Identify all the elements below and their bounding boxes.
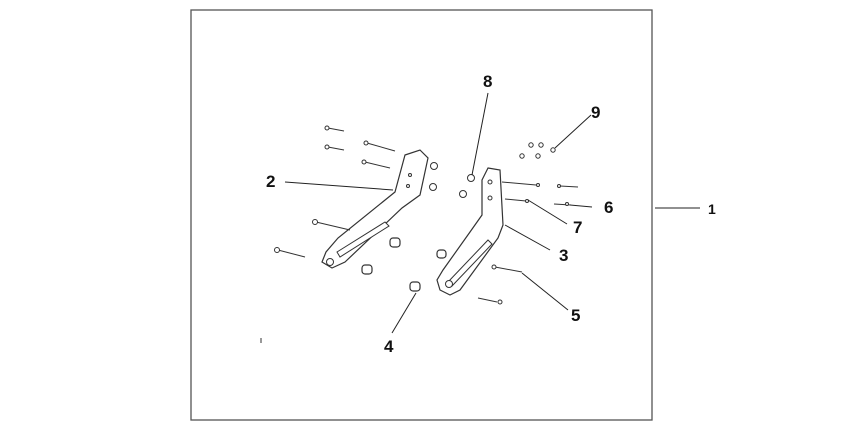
bolt xyxy=(557,184,579,188)
spacers-left xyxy=(361,237,401,275)
bolt xyxy=(312,219,351,231)
bolt xyxy=(274,247,306,258)
bolt xyxy=(553,202,572,206)
bracket-right xyxy=(436,167,504,296)
leader-lines xyxy=(284,92,700,334)
callout-4: 4 xyxy=(384,337,394,356)
bolt xyxy=(504,198,529,203)
bracket-left xyxy=(321,149,429,269)
callout-2: 2 xyxy=(266,172,275,191)
nuts-left xyxy=(429,162,438,191)
bolt xyxy=(491,264,523,273)
diagram-frame xyxy=(190,9,653,421)
bolt xyxy=(324,144,345,151)
bolt xyxy=(324,125,345,132)
callout-9: 9 xyxy=(591,103,600,122)
bolts-right xyxy=(477,181,579,305)
callout-1: 1 xyxy=(708,201,716,217)
callout-3: 3 xyxy=(559,246,568,265)
bolt xyxy=(363,140,396,152)
nuts-right xyxy=(459,174,475,198)
callout-6: 6 xyxy=(604,198,613,217)
bolts-left xyxy=(274,125,396,258)
callout-5: 5 xyxy=(571,306,580,325)
washers xyxy=(519,142,556,159)
bolt xyxy=(501,181,540,187)
bolt xyxy=(477,297,503,305)
callout-7: 7 xyxy=(573,218,582,237)
spacers-right xyxy=(409,249,447,292)
bolt xyxy=(361,159,391,169)
callout-8: 8 xyxy=(483,72,492,91)
